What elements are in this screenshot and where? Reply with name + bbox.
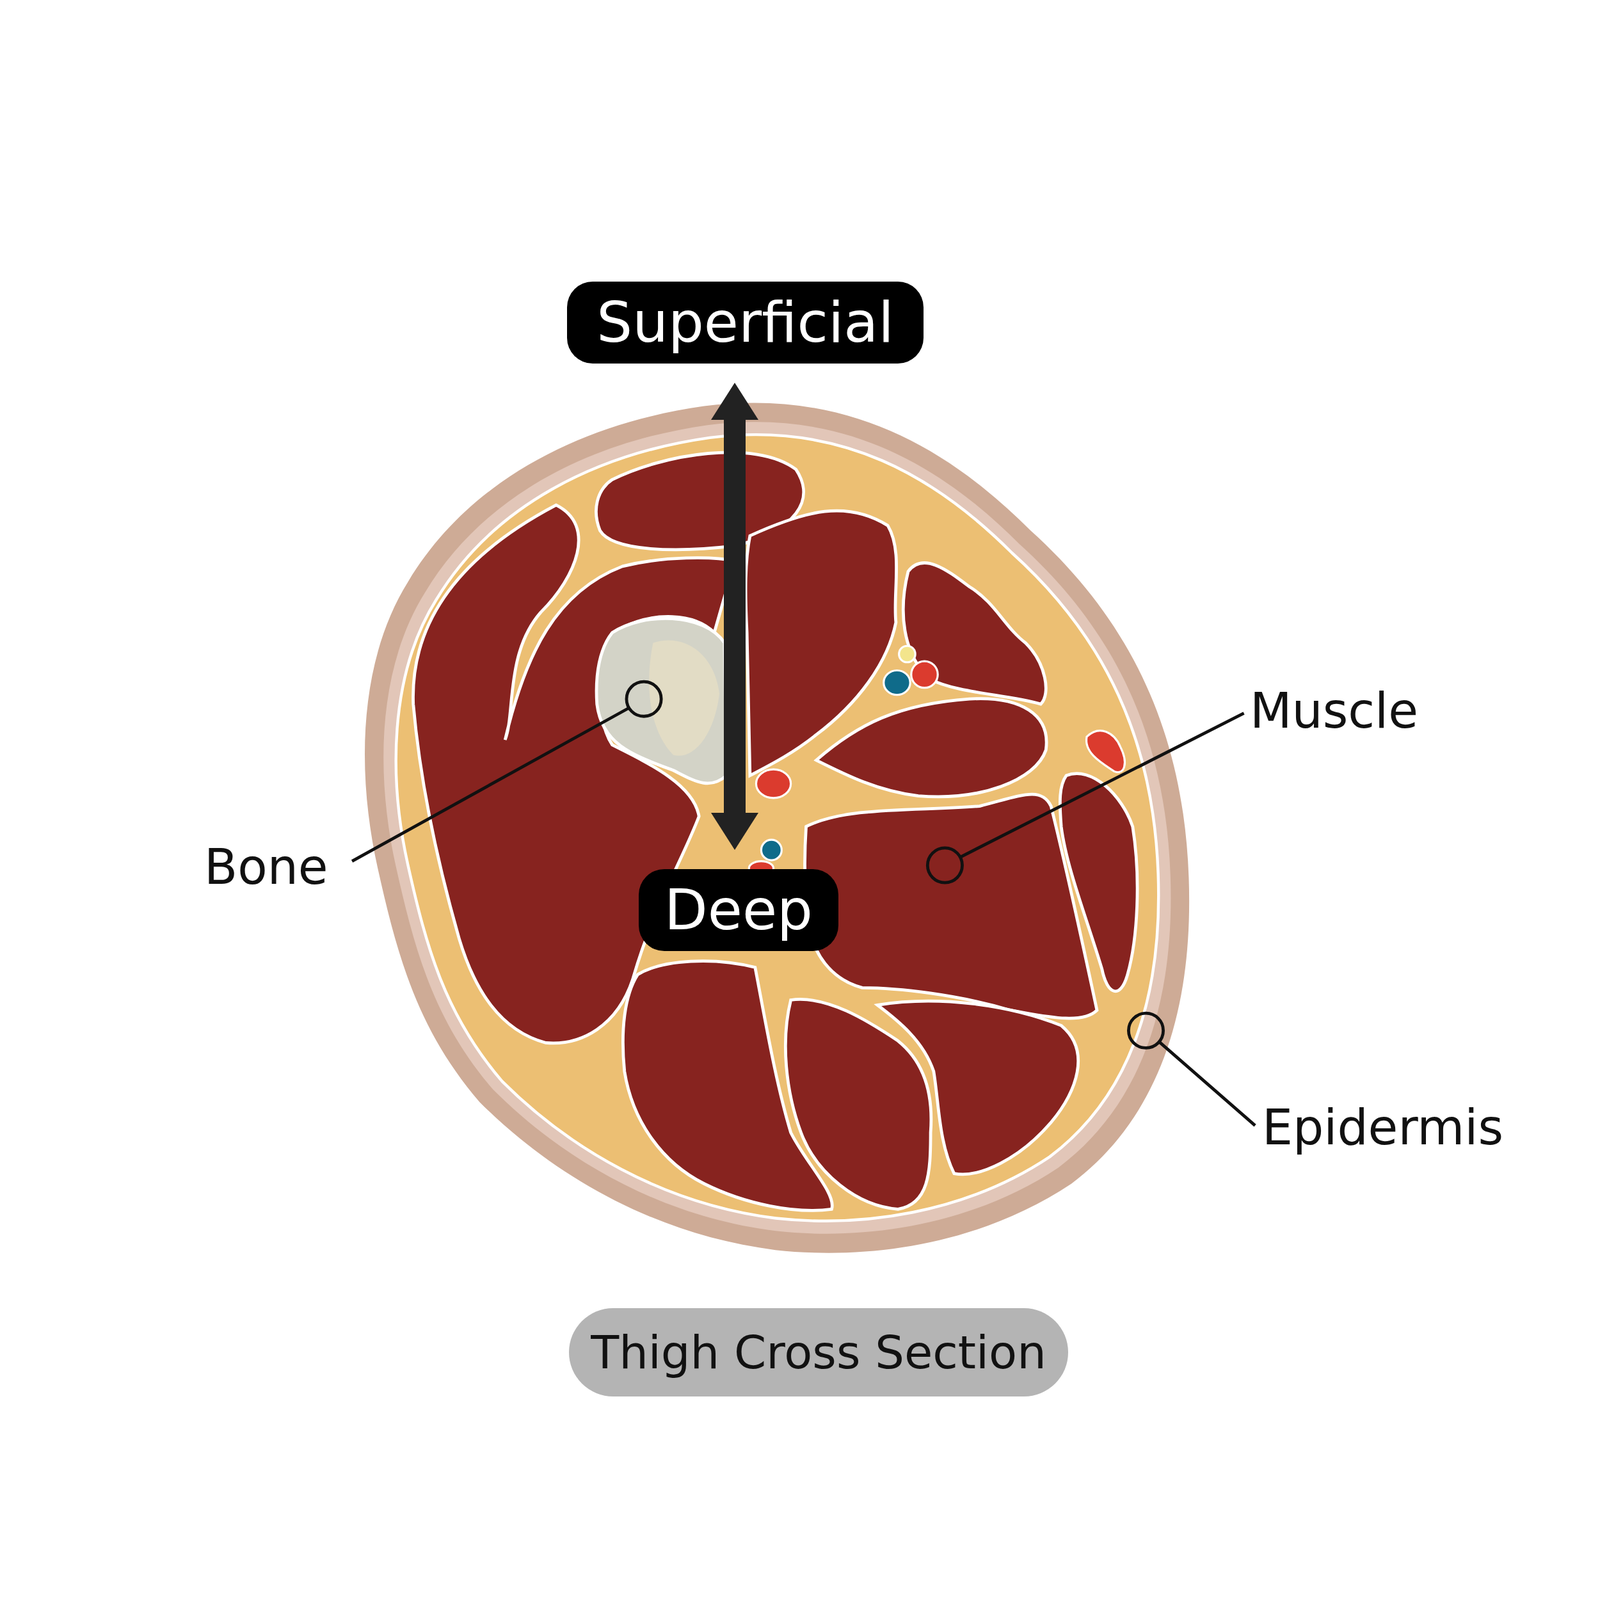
vein xyxy=(760,839,782,861)
direction-box: Deep xyxy=(638,869,839,952)
part-label: Epidermis xyxy=(1262,1100,1504,1155)
muscle xyxy=(804,794,1097,1019)
direction-box: Superficial xyxy=(567,281,924,364)
leader-dot xyxy=(927,848,962,883)
direction-label: Deep xyxy=(664,881,813,939)
muscle xyxy=(903,562,1046,704)
leader-dot xyxy=(1128,1013,1163,1048)
arrow-head xyxy=(711,812,759,850)
leader-line xyxy=(352,708,629,862)
nerve xyxy=(899,645,916,663)
double-arrow xyxy=(711,382,759,850)
dermis-layer xyxy=(383,421,1171,1234)
muscle xyxy=(816,698,1048,797)
muscle xyxy=(1059,773,1138,992)
arrow-head xyxy=(711,382,759,420)
arrow-shaft xyxy=(723,418,746,815)
skin-layer xyxy=(364,402,1190,1253)
direction-label: Superficial xyxy=(596,294,894,351)
fat-layer xyxy=(396,434,1160,1222)
muscle xyxy=(877,1000,1079,1175)
bone xyxy=(596,618,727,784)
part-label: Muscle xyxy=(1249,684,1419,738)
leader-dot xyxy=(626,681,662,717)
artery xyxy=(911,661,938,688)
artery xyxy=(755,769,791,799)
leader-line xyxy=(1159,1041,1256,1126)
bone-marrow xyxy=(648,640,720,756)
vein xyxy=(883,670,911,696)
vein-superficial xyxy=(1086,730,1125,773)
caption-pill: Thigh Cross Section xyxy=(568,1308,1069,1397)
leader-line xyxy=(960,712,1244,857)
part-label: Bone xyxy=(204,840,329,895)
